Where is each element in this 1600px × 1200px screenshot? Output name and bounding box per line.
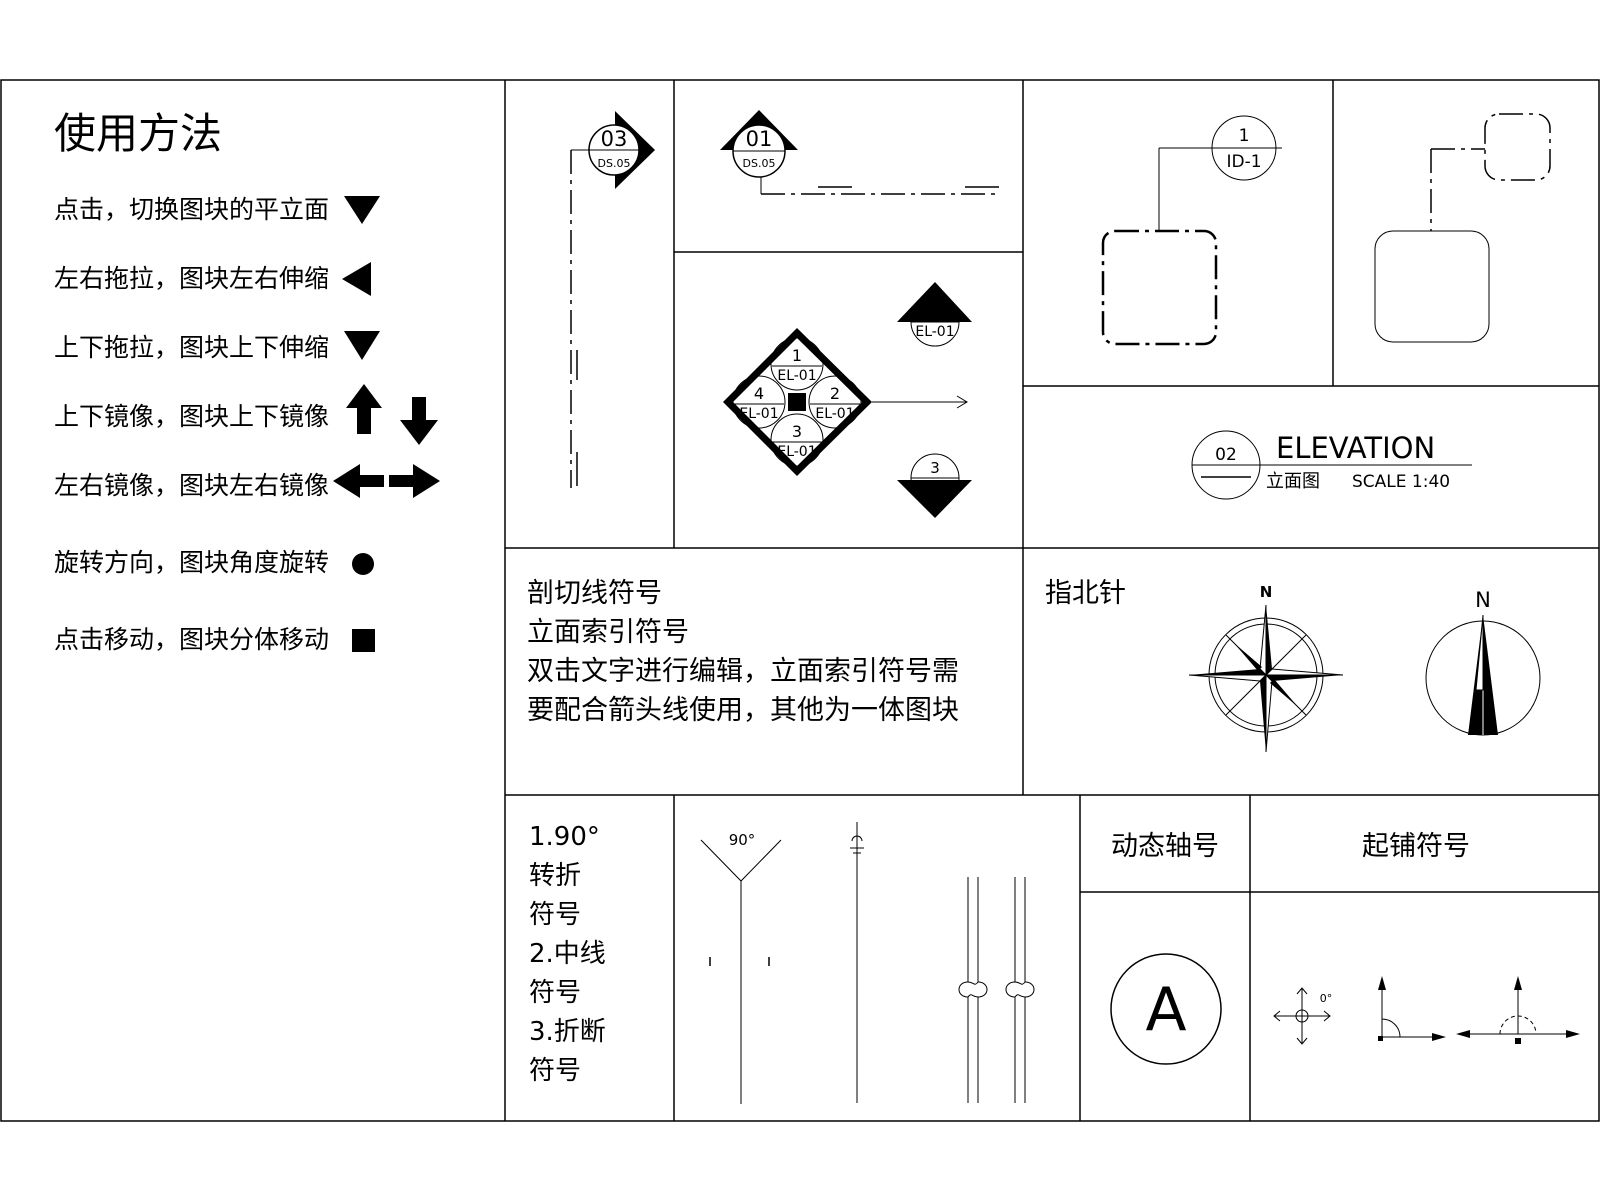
elevation-index-number: 1 bbox=[792, 346, 802, 365]
note-line: 剖切线符号 bbox=[527, 578, 662, 609]
elevation-index-single-bottom: 3 EL-01 bbox=[897, 453, 972, 518]
detail-number: 1 bbox=[1239, 126, 1250, 146]
section-number: 03 bbox=[601, 127, 628, 151]
axis-number-bubble bbox=[1110, 953, 1222, 1065]
break-line-symbol bbox=[958, 877, 1035, 1103]
circle-dot-icon bbox=[352, 553, 374, 575]
compass-rose-icon: N bbox=[1188, 583, 1344, 753]
break-symbols-label: 符号 bbox=[529, 1056, 581, 1086]
axis-number-panel: 动态轴号 A bbox=[1110, 831, 1222, 1065]
elevation-index-single-top: 1 EL-01 bbox=[897, 282, 972, 347]
elevation-index-number: 2 bbox=[830, 384, 840, 403]
elevation-index-4way: 1 EL-01 2 EL-01 3 EL-01 4 EL-01 bbox=[723, 328, 968, 476]
break-symbols-label: 3.折断 bbox=[529, 1017, 606, 1047]
elevation-index-number: 4 bbox=[754, 384, 764, 403]
centerline-symbol bbox=[850, 822, 864, 1103]
break-symbols-panel: 1.90° 转折 符号 2.中线 符号 3.折断 符号 90° bbox=[529, 822, 1035, 1104]
triangle-down-icon bbox=[344, 331, 380, 360]
paving-center-icon bbox=[1456, 976, 1580, 1044]
note-line: 要配合箭头线使用，其他为一体图块 bbox=[527, 695, 959, 726]
triangle-down-icon bbox=[344, 196, 380, 224]
elevation-title-subtitle: 立面图 bbox=[1266, 471, 1320, 492]
usage-item-label: 点击，切换图块的平立面 bbox=[54, 195, 329, 224]
elevation-title-text: ELEVATION bbox=[1276, 431, 1435, 465]
elevation-index-reference: EL-01 bbox=[915, 324, 954, 340]
north-arrow-n-label: N bbox=[1475, 588, 1491, 612]
usage-title: 使用方法 bbox=[54, 109, 222, 158]
usage-item-label: 上下镜像，图块上下镜像 bbox=[54, 402, 329, 431]
elevation-index-reference: EL-01 bbox=[915, 481, 954, 497]
elevation-index-number: 1 bbox=[930, 303, 940, 321]
axis-number-letter: A bbox=[1145, 975, 1186, 1045]
usage-item-label: 左右镜像，图块左右镜像 bbox=[54, 471, 329, 500]
break-symbols-label: 符号 bbox=[529, 900, 581, 930]
paving-title: 起铺符号 bbox=[1362, 831, 1470, 862]
paving-origin-icon: 0° bbox=[1273, 987, 1333, 1045]
table-frame bbox=[0, 79, 1600, 1122]
paving-panel: 起铺符号 0° bbox=[1273, 831, 1580, 1045]
axis-number-title: 动态轴号 bbox=[1111, 831, 1219, 862]
elevation-index-reference: EL-01 bbox=[777, 368, 816, 384]
turn-symbol: 90° bbox=[700, 831, 782, 1104]
elevation-title-scale: SCALE 1:40 bbox=[1352, 472, 1450, 492]
elevation-title-block: 02 ELEVATION 立面图 SCALE 1:40 bbox=[1191, 430, 1472, 500]
break-symbols-label: 符号 bbox=[529, 978, 581, 1008]
elevation-index-reference: EL-01 bbox=[777, 444, 816, 460]
usage-item-label: 旋转方向，图块角度旋转 bbox=[54, 548, 329, 577]
elevation-index-number: 3 bbox=[792, 422, 802, 441]
elevation-index-reference: EL-01 bbox=[739, 406, 778, 422]
break-symbols-label: 2.中线 bbox=[529, 939, 606, 969]
usage-item-label: 上下拖拉，图块上下伸缩 bbox=[54, 333, 329, 362]
elevation-title-number: 02 bbox=[1215, 445, 1237, 465]
paving-corner-icon bbox=[1378, 976, 1446, 1041]
detail-tag-blank bbox=[1374, 113, 1551, 343]
square-icon bbox=[352, 629, 375, 652]
break-symbols-label: 1.90° bbox=[529, 822, 600, 852]
section-reference: DS.05 bbox=[598, 157, 631, 170]
arrows-left-right-icon bbox=[333, 464, 440, 498]
usage-item-label: 左右拖拉，图块左右伸缩 bbox=[54, 264, 329, 293]
north-title: 指北针 bbox=[1045, 578, 1126, 609]
elevation-index-reference: EL-01 bbox=[815, 406, 854, 422]
compass-n-label: N bbox=[1260, 583, 1273, 601]
section-symbol-left: 03 DS.05 bbox=[570, 111, 655, 488]
break-symbols-label: 转折 bbox=[529, 861, 581, 891]
section-symbol-top: 01 DS.05 bbox=[720, 110, 1000, 195]
paving-angle-label: 0° bbox=[1320, 992, 1333, 1005]
arrows-up-down-icon bbox=[346, 384, 438, 445]
section-reference: DS.05 bbox=[743, 157, 776, 170]
north-arrow-icon: N bbox=[1425, 588, 1541, 736]
turn-angle-label: 90° bbox=[729, 831, 756, 849]
north-panel: 指北针 N N bbox=[1045, 578, 1541, 753]
notes-panel: 剖切线符号 立面索引符号 双击文字进行编辑，立面索引符号需 要配合箭头线使用，其… bbox=[527, 578, 959, 726]
section-number: 01 bbox=[746, 127, 773, 151]
detail-reference: ID-1 bbox=[1226, 152, 1261, 172]
detail-tag: 1 ID-1 bbox=[1101, 115, 1282, 346]
elevation-index-number: 3 bbox=[930, 459, 940, 477]
usage-item-label: 点击移动，图块分体移动 bbox=[54, 625, 329, 654]
usage-panel: 使用方法 点击，切换图块的平立面 左右拖拉，图块左右伸缩 上下拖拉，图块上下伸缩… bbox=[54, 109, 440, 654]
triangle-left-icon bbox=[342, 262, 371, 296]
note-line: 立面索引符号 bbox=[527, 617, 689, 648]
note-line: 双击文字进行编辑，立面索引符号需 bbox=[527, 656, 959, 687]
